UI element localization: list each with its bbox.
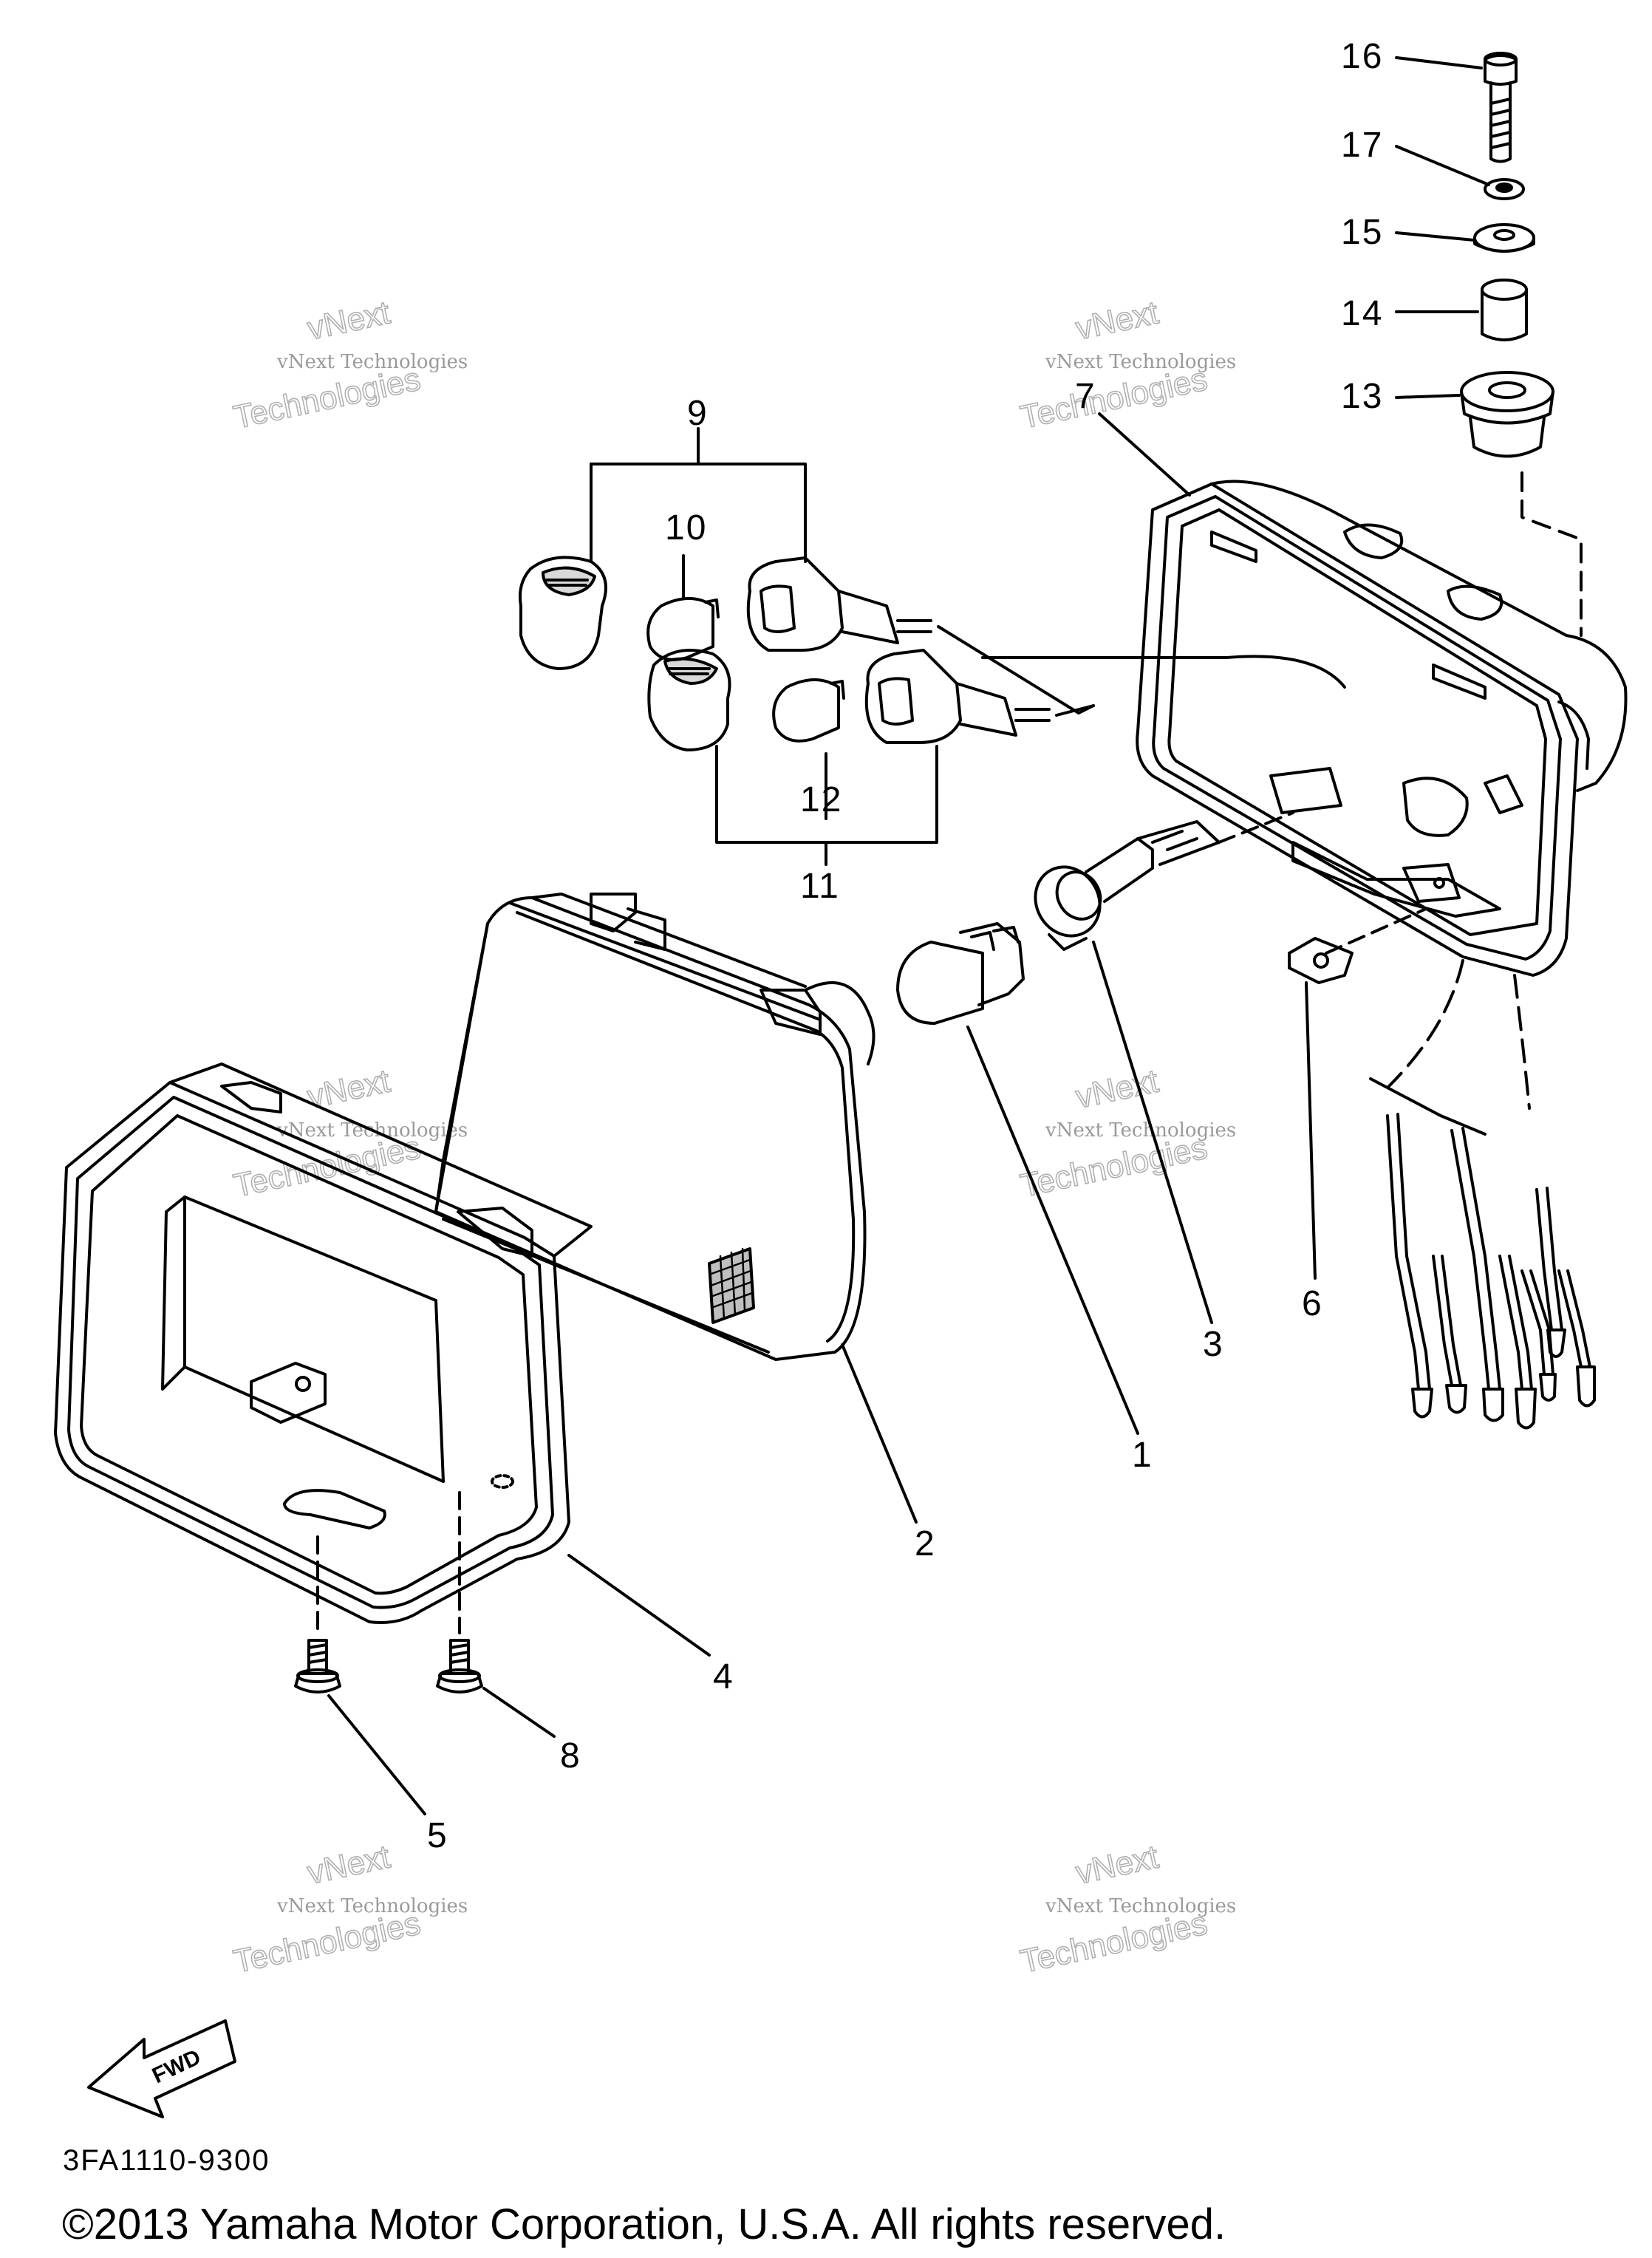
- leader-6: [1305, 981, 1317, 1280]
- part-15-washer: [1473, 223, 1535, 253]
- part-14-collar: [1481, 279, 1528, 341]
- label-14: 14: [1341, 294, 1383, 333]
- leader-1: [966, 1026, 1139, 1435]
- part-13-grommet: [1460, 371, 1554, 458]
- leader-13: [1395, 394, 1461, 399]
- watermark-text: vNext Technologies: [1045, 1119, 1236, 1142]
- part-16-bolt: [1484, 52, 1518, 163]
- leader-16: [1395, 56, 1483, 69]
- watermark-bottom-left: vNext vNext Technologies Technologies: [230, 1838, 468, 1981]
- watermark-mid-right: vNext vNext Technologies Technologies: [1017, 1063, 1236, 1205]
- label-8: 8: [560, 1736, 581, 1776]
- watermark-text: vNext: [1073, 294, 1161, 347]
- part-11-position-lamp-socket: [647, 649, 1051, 751]
- watermark-bottom-right: vNext vNext Technologies Technologies: [1017, 1838, 1236, 1981]
- leader-17: [1395, 145, 1490, 186]
- watermark-text: vNext: [1073, 1838, 1161, 1891]
- mount-leader-line: [1520, 471, 1583, 637]
- part-9-position-lamp-socket: [518, 556, 932, 670]
- fwd-arrow-icon: FWD: [87, 2019, 236, 2118]
- label-4: 4: [713, 1657, 734, 1696]
- watermark-text: vNext Technologies: [1045, 351, 1236, 373]
- watermark-text: vNext Technologies: [276, 1895, 468, 1917]
- label-10: 10: [665, 508, 707, 548]
- leader-5: [327, 1694, 426, 1815]
- label-2: 2: [915, 1524, 936, 1563]
- bracket-9: [590, 427, 807, 563]
- part-7-headlight-housing: [1136, 480, 1628, 977]
- label-13: 13: [1341, 377, 1383, 416]
- label-6: 6: [1302, 1284, 1323, 1323]
- watermark-top-left: vNext vNext Technologies Technologies: [230, 294, 468, 437]
- label-7: 7: [1075, 377, 1096, 416]
- part-1-bulb: [896, 922, 1025, 1025]
- leader-15: [1395, 231, 1475, 242]
- lamp-wire-leader: [937, 625, 1095, 714]
- socket-leader-line: [1218, 811, 1294, 844]
- housing-wire-harness: [1369, 959, 1596, 1430]
- copyright-notice: ©2013 Yamaha Motor Corporation, U.S.A. A…: [62, 2200, 1226, 2248]
- part-5-screw: [294, 1535, 341, 1694]
- label-5: 5: [427, 1816, 448, 1855]
- part-17-lock-washer: [1484, 178, 1525, 200]
- label-1: 1: [1132, 1436, 1153, 1475]
- lamp-wire-leader: [981, 655, 1346, 689]
- part-12-position-lamp-bulb: [772, 678, 845, 743]
- label-17: 17: [1341, 126, 1383, 165]
- leader-2: [841, 1343, 918, 1524]
- label-16: 16: [1341, 37, 1383, 76]
- drawing-code: 3FA1110-9300: [63, 2144, 270, 2177]
- part-8-screw: [436, 1491, 483, 1694]
- label-11: 11: [800, 867, 840, 906]
- label-9: 9: [687, 394, 709, 433]
- watermark-text: vNext: [304, 1838, 393, 1891]
- leader-7: [1098, 412, 1191, 497]
- label-3: 3: [1203, 1325, 1224, 1364]
- watermark-text: vNext: [1073, 1063, 1161, 1115]
- clip-leader-line: [1325, 907, 1427, 955]
- part-4-headlight-rim: [54, 1063, 593, 1624]
- part-2-sealed-beam: [434, 893, 876, 1361]
- part-3-bulb-socket: [1034, 820, 1221, 951]
- label-15: 15: [1341, 213, 1383, 252]
- watermark-top-right: vNext vNext Technologies Technologies: [1017, 294, 1236, 437]
- label-12: 12: [800, 780, 842, 819]
- leader-8: [482, 1687, 556, 1738]
- lamp-wire-leader: [1055, 704, 1095, 717]
- leader-3: [1092, 941, 1213, 1324]
- bracket-11: [715, 745, 938, 866]
- watermark-text: vNext Technologies: [276, 351, 468, 373]
- watermark-text: vNext: [304, 294, 393, 347]
- leader-4: [567, 1554, 711, 1657]
- part-6-clip-nut: [1288, 937, 1354, 984]
- watermark-text: vNext Technologies: [1045, 1895, 1236, 1917]
